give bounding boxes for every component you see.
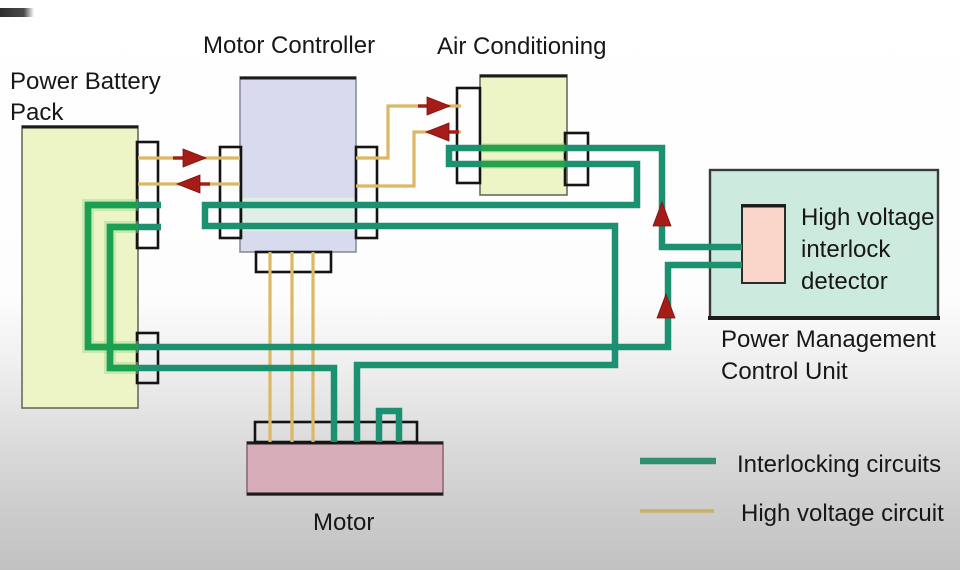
legend-high-voltage-label: High voltage circuit xyxy=(741,500,944,527)
interlock-inside-ac xyxy=(481,143,565,169)
arrow-up-to-detector xyxy=(656,292,676,319)
arrow-up-to-ac-loop xyxy=(652,200,672,227)
pmcu-label-line2: Control Unit xyxy=(721,358,848,385)
hv-interlock-detector-box xyxy=(741,204,786,284)
pmcu-label-line1: Power Management xyxy=(721,326,936,353)
detector-label-line1: High voltage xyxy=(801,204,934,231)
air-conditioning-box xyxy=(479,74,568,196)
legend: Interlocking circuits High voltage circu… xyxy=(640,451,944,527)
motor-controller-label: Motor Controller xyxy=(203,32,375,59)
corner-artifact xyxy=(0,8,34,17)
motor-box xyxy=(246,441,444,496)
arrow-ac-to-controller xyxy=(424,122,450,142)
ac-right-connector xyxy=(563,131,590,187)
motor-label: Motor xyxy=(313,509,374,536)
interlock-detector-ac-controller-motor-line xyxy=(201,144,742,442)
interlock-motor-jumper-loop xyxy=(375,407,403,442)
ac-left-connector xyxy=(455,86,482,185)
flow-arrows xyxy=(173,96,676,319)
controller-left-connector xyxy=(218,145,243,240)
battery-lower-connector xyxy=(135,331,160,385)
battery-label-line1: Power Battery xyxy=(10,68,161,95)
detector-label-line3: detector xyxy=(801,268,888,295)
pmcu-box xyxy=(708,168,940,320)
air-conditioning-label: Air Conditioning xyxy=(437,33,606,60)
battery-label-line2: Pack xyxy=(10,99,64,126)
arrow-controller-to-battery xyxy=(175,174,201,194)
legend-interlocking-label: Interlocking circuits xyxy=(737,451,941,478)
arrow-controller-to-ac xyxy=(426,96,452,116)
controller-right-connector xyxy=(354,145,379,240)
arrow-battery-to-controller xyxy=(182,148,208,168)
battery-upper-connector xyxy=(135,140,160,250)
power-battery-pack-box xyxy=(21,125,139,409)
interlock-inside-battery xyxy=(82,199,138,374)
detector-label-line2: interlock xyxy=(801,236,891,263)
